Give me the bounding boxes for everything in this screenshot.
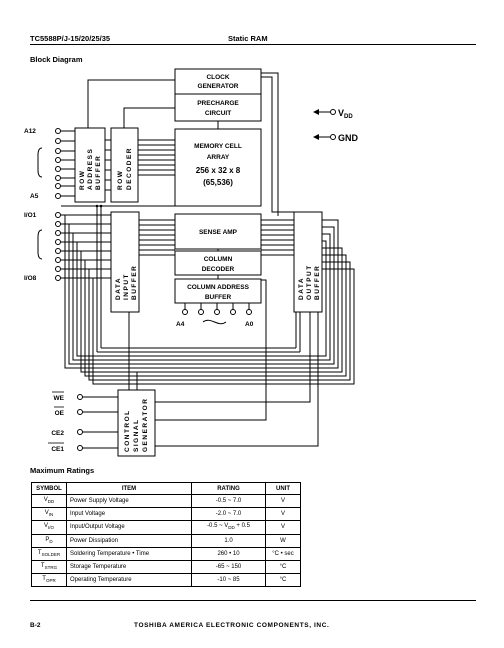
control-label-3: GENERATOR [142,398,149,452]
pin-a4-label: A4 [176,321,185,328]
rating-cell: -65 ~ 150 [191,559,266,575]
symbol-cell: VDD [31,493,67,509]
pin-a12-label: A12 [24,128,36,135]
pin-we-label: WE [54,395,65,402]
item-cell: Operating Temperature [66,573,192,588]
clock-generator-label-2: GENERATOR [198,83,239,90]
row-decoder-label-1: ROW [117,170,124,190]
row-address-buffer-block [74,127,106,203]
row-address-buffer-label-1: ROW [79,170,86,190]
table-row: PD Power Dissipation 1.0 W [31,533,301,548]
column-address-buffer-label-2: BUFFER [205,294,232,301]
symbol-cell: TSTRG [31,559,67,575]
block-diagram: CLOCK GENERATOR PRECHARGE CIRCUIT MEMORY… [24,68,359,457]
row-address-buffer-label-3: BUFFER [95,155,102,190]
pin-io8-label: I/O8 [24,275,37,282]
table-row: TSOLDER Soldering Temperature • Time 260… [31,546,301,561]
vdd-label: VDD [338,108,353,120]
item-cell: Input Voltage [66,507,192,522]
header-rule [30,44,476,45]
unit-cell: W [265,533,301,548]
max-ratings-table: SYMBOL ITEM RATING UNIT VDD Power Supply… [31,482,301,588]
page-title: Static RAM [228,34,268,43]
data-input-label-3: BUFFER [131,265,138,300]
footer-rule [30,600,476,601]
rating-cell: 1.0 [191,533,266,548]
row-decoder-label-2: DECODER [126,147,133,190]
memory-array-label-2: ARRAY [207,154,230,161]
rating-cell: 260 • 10 [191,546,266,561]
control-label-2: SIGNAL [133,418,140,452]
row-address-buffer-label-2: ADDRESS [87,148,94,190]
symbol-cell: TOPR [31,573,67,588]
row-decoder-block [110,127,139,203]
data-input-buffer-block [110,211,140,313]
data-output-label-1: DATA [298,277,305,300]
memory-array-label-4: (65,536) [203,178,233,187]
clock-generator-label-1: CLOCK [206,74,229,81]
data-output-label-2: OUTPUT [306,264,313,300]
pin-oe-label: OE [55,410,65,417]
memory-array-label-3: 256 x 32 x 8 [196,166,241,175]
unit-cell: V [265,507,301,522]
item-cell: Input/Output Voltage [66,520,192,535]
symbol-cell: PD [31,533,67,548]
symbol-cell: VI/O [31,520,67,535]
col-item: ITEM [66,482,192,495]
company-name: TOSHIBA AMERICA ELECTRONIC COMPONENTS, I… [134,622,330,629]
column-decoder-label-1: COLUMN [204,256,233,263]
pin-io1-label: I/O1 [24,212,37,219]
pin-ce2-label: CE2 [51,430,64,437]
pin-a0-label: A0 [245,321,254,328]
table-row: TSTRG Storage Temperature -65 ~ 150 °C [31,559,301,575]
max-ratings-heading: Maximum Ratings [30,466,95,475]
rating-cell: -2.0 ~ 7.0 [191,507,266,522]
clock-generator-block [174,68,262,95]
sense-amp-label: SENSE AMP [199,229,238,236]
rating-cell: -0.5 ~ 7.0 [191,493,266,509]
part-number: TC5588P/J-15/20/25/35 [30,34,111,43]
page-number: B-2 [30,622,41,629]
item-cell: Storage Temperature [66,559,192,575]
col-unit: UNIT [265,482,301,495]
col-rating: RATING [191,482,266,495]
control-label-1: CONTROL [124,409,131,452]
symbol-cell: TSOLDER [31,546,67,561]
precharge-label-2: CIRCUIT [205,110,231,117]
symbol-cell: VIN [31,507,67,522]
table-header-row: SYMBOL ITEM RATING UNIT [31,482,301,495]
table-row: TOPR Operating Temperature -10 ~ 85 °C [31,573,301,588]
rating-cell: -10 ~ 85 [191,573,266,588]
memory-array-label-1: MEMORY CELL [194,143,242,150]
data-input-label-1: DATA [115,277,122,300]
item-cell: Power Dissipation [66,533,192,548]
table-row: VIN Input Voltage -2.0 ~ 7.0 V [31,507,301,522]
rating-cell: -0.5 ~ VDD + 0.5 [191,520,266,535]
table-row: VDD Power Supply Voltage -0.5 ~ 7.0 V [31,493,301,509]
column-decoder-label-2: DECODER [202,266,235,273]
unit-cell: V [265,493,301,509]
unit-cell: °C [265,573,301,588]
data-input-label-2: INPUT [123,273,130,300]
table-row: VI/O Input/Output Voltage -0.5 ~ VDD + 0… [31,520,301,535]
data-output-label-3: BUFFER [314,265,321,300]
pin-a5-label: A5 [30,193,39,200]
precharge-label-1: PRECHARGE [197,100,239,107]
block-diagram-heading: Block Diagram [30,55,83,64]
unit-cell: °C [265,559,301,575]
item-cell: Soldering Temperature • Time [66,546,192,561]
unit-cell: °C • sec [265,546,301,561]
unit-cell: V [265,520,301,535]
col-symbol: SYMBOL [31,482,67,495]
gnd-label: GND [338,133,359,143]
pin-ce1-label: CE1 [51,446,64,453]
column-address-buffer-label-1: COLUMN ADDRESS [187,284,250,291]
item-cell: Power Supply Voltage [66,493,192,509]
